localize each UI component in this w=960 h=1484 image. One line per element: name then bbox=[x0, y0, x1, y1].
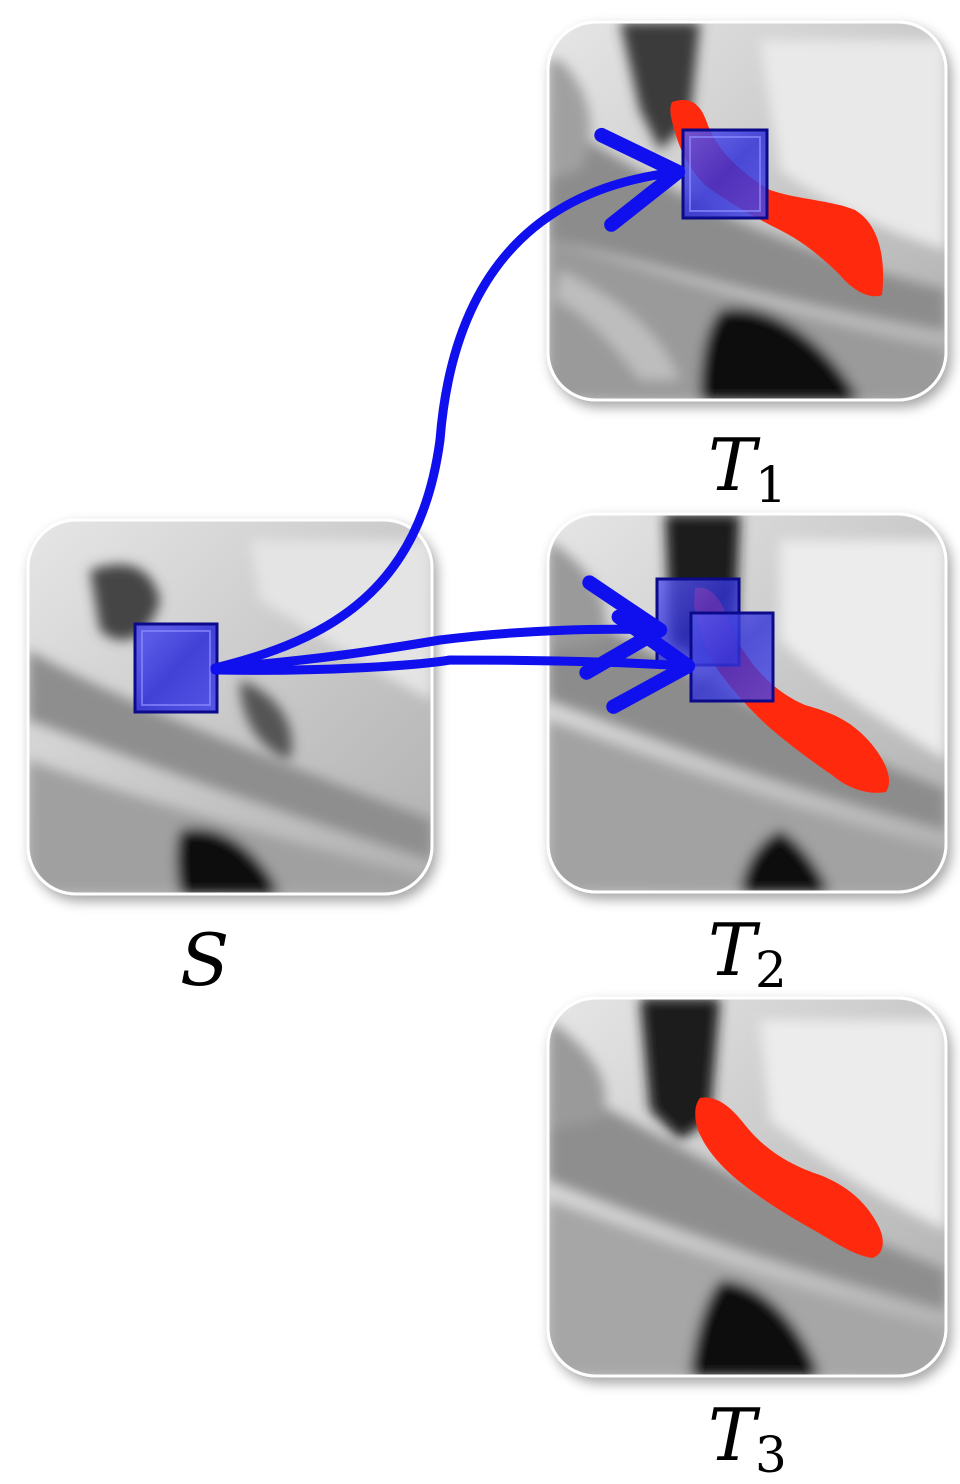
label-s-name: S bbox=[180, 918, 229, 1002]
label-t2-name: T bbox=[708, 908, 761, 992]
label-t3-subscript: 3 bbox=[755, 1426, 787, 1484]
label-t1: T 1 bbox=[708, 423, 787, 514]
label-t1-name: T bbox=[708, 423, 761, 507]
patch-t1 bbox=[681, 128, 769, 220]
label-t2-subscript: 2 bbox=[755, 941, 787, 999]
patch-t2-b bbox=[689, 611, 775, 703]
label-s: S bbox=[180, 918, 229, 1002]
target-2-panel bbox=[546, 512, 948, 894]
source-panel bbox=[26, 518, 434, 896]
target-1-panel bbox=[546, 20, 948, 402]
label-t2: T 2 bbox=[708, 908, 787, 999]
target-3-panel bbox=[546, 996, 948, 1378]
arrow-to-t2-b bbox=[210, 609, 696, 714]
label-t3: T 3 bbox=[708, 1393, 787, 1484]
segmentation-mask-t3 bbox=[695, 1097, 883, 1258]
segmentation-mask-t1 bbox=[670, 100, 884, 297]
segmentation-mask-t2 bbox=[694, 587, 890, 793]
label-t3-name: T bbox=[708, 1393, 761, 1477]
arrow-to-t1 bbox=[210, 127, 686, 673]
patch-source bbox=[133, 622, 219, 714]
arrow-to-t2-a bbox=[210, 575, 668, 680]
label-t1-subscript: 1 bbox=[755, 456, 787, 514]
